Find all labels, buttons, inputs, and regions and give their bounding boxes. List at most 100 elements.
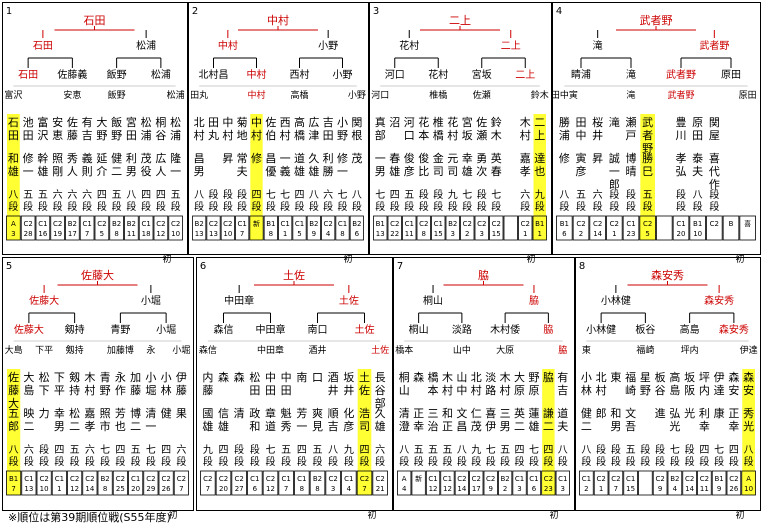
player-rank-class: B2: [127, 220, 136, 228]
player-rank-class: B2: [68, 220, 77, 228]
player-surname-char: 田: [249, 384, 260, 397]
player-given-char: 晴: [626, 165, 637, 178]
player-given-char: 男: [54, 420, 65, 433]
player-rank-number: 8: [269, 230, 273, 238]
player-dan-suffix: 段: [97, 200, 107, 213]
player-dan-suffix: 段: [126, 200, 136, 213]
player-given-char: 幸: [462, 152, 473, 165]
player-surname-char: 野: [642, 142, 653, 155]
player-given-char: 俊: [418, 151, 429, 165]
rank-cell: [460, 215, 475, 241]
player-surname-char: 村: [500, 383, 511, 397]
rank-cell: [474, 215, 489, 241]
player-surname-char: 下: [39, 384, 50, 397]
player-surname-char: 藤: [130, 384, 141, 397]
player-surname-char: 田: [323, 129, 334, 142]
player-dan: 四: [115, 445, 125, 456]
player-surname-char: 木: [520, 116, 531, 129]
player-surname-char: 木: [500, 371, 511, 384]
quarter-0: 小林健: [586, 323, 616, 336]
rank-cell: [503, 215, 518, 241]
player-dan-suffix: 段: [404, 200, 414, 213]
player-surname-char: 大: [23, 370, 34, 384]
player-given-char: 夫: [557, 420, 568, 433]
block-winner: 二上: [449, 14, 471, 27]
player-surname-char: 野: [100, 384, 111, 397]
player-rank-number: 7: [614, 485, 618, 493]
player-surname-char: 小: [337, 116, 348, 129]
rank-cell: [341, 470, 357, 496]
player-dan: 七: [146, 444, 156, 456]
player-rank-number: 22: [390, 230, 399, 238]
quarter-0: 北村昌: [199, 68, 229, 81]
player-surname-char: 村: [222, 128, 233, 142]
player-dan-suffix: 段: [115, 455, 125, 468]
player-dan-suffix: 段: [462, 200, 472, 213]
player-given-char: 光: [743, 419, 754, 433]
player-given-char: 幸: [54, 407, 65, 420]
player-rank-number: 18: [142, 230, 151, 238]
player-given-char: 喜: [485, 407, 496, 420]
player-given-char: 健: [581, 407, 592, 420]
player-surname-char: 北: [596, 371, 607, 384]
player-rank-number: 9: [312, 230, 316, 238]
player-rank-number: 23: [544, 485, 553, 493]
player-rank-number: 4: [402, 485, 407, 493]
player-surname-char: 中: [251, 116, 262, 129]
player-dan-suffix: 段: [414, 455, 424, 468]
player-given-char: 幸: [699, 420, 710, 433]
player-rank-class: A: [402, 475, 407, 483]
block-frame: [2, 2, 188, 255]
player-given-char: 伊: [485, 420, 496, 433]
player-dan-suffix: 段: [252, 200, 262, 213]
player-surname-char: 剱: [69, 371, 80, 384]
player-given-char: 郎: [596, 406, 607, 420]
player-surname-char: 津: [308, 129, 319, 142]
player-surname-char: 佐: [359, 383, 370, 397]
player-surname-char: 中: [456, 384, 467, 397]
rank-cell: [220, 215, 235, 241]
rank-cell: [425, 470, 441, 496]
player-surname-char: 菊: [237, 116, 248, 129]
r16-3: 松浦: [167, 89, 185, 101]
player-surname-char: 原: [514, 384, 525, 397]
player-dan-suffix: 段: [338, 200, 348, 213]
player-surname-char: 浦: [141, 129, 152, 142]
player-rank-number: 10: [40, 485, 49, 493]
quarter-3: 小野: [333, 69, 353, 81]
player-dan-suffix: 段: [9, 455, 19, 468]
rank-cell: [278, 215, 293, 241]
player-dan: 八: [309, 190, 319, 201]
rank-cell: [682, 470, 697, 496]
block-number: 7: [397, 261, 403, 272]
player-dan-suffix: 段: [309, 200, 319, 213]
player-surname-char: 勝: [559, 115, 570, 129]
player-given-char: 郎: [8, 419, 19, 433]
player-given-char: 作: [709, 178, 720, 191]
player-rank-class: C1: [338, 220, 347, 228]
rank-cell: [249, 215, 264, 241]
r16-1: 椎橋: [429, 89, 447, 101]
player-rank-class: C2: [375, 475, 384, 483]
player-surname-char: 山: [456, 371, 467, 384]
player-dan: 九: [448, 189, 458, 201]
player-given-char: 常: [237, 152, 248, 165]
player-dan-suffix: 段: [491, 200, 501, 213]
player-surname-char: 沢: [37, 128, 48, 142]
player-rank-class: C1: [443, 475, 452, 483]
player-surname-char: 大: [514, 370, 525, 384]
rank-cell: [153, 215, 169, 241]
player-rank-class: B2: [112, 220, 121, 228]
player-given-char: 金: [433, 151, 444, 165]
block-number: 5: [6, 261, 12, 272]
rank-cell: [532, 215, 547, 241]
player-dan-suffix: 段: [328, 455, 338, 468]
player-given-char: 利: [126, 152, 137, 165]
rank-cell: [263, 215, 278, 241]
rank-cell: [168, 215, 183, 241]
player-dan-suffix: 段: [39, 455, 49, 468]
player-dan: 七: [266, 444, 276, 456]
r16-1: 中田章: [257, 344, 284, 356]
player-dan: 四: [219, 445, 229, 456]
player-given-char: 義: [82, 151, 93, 165]
